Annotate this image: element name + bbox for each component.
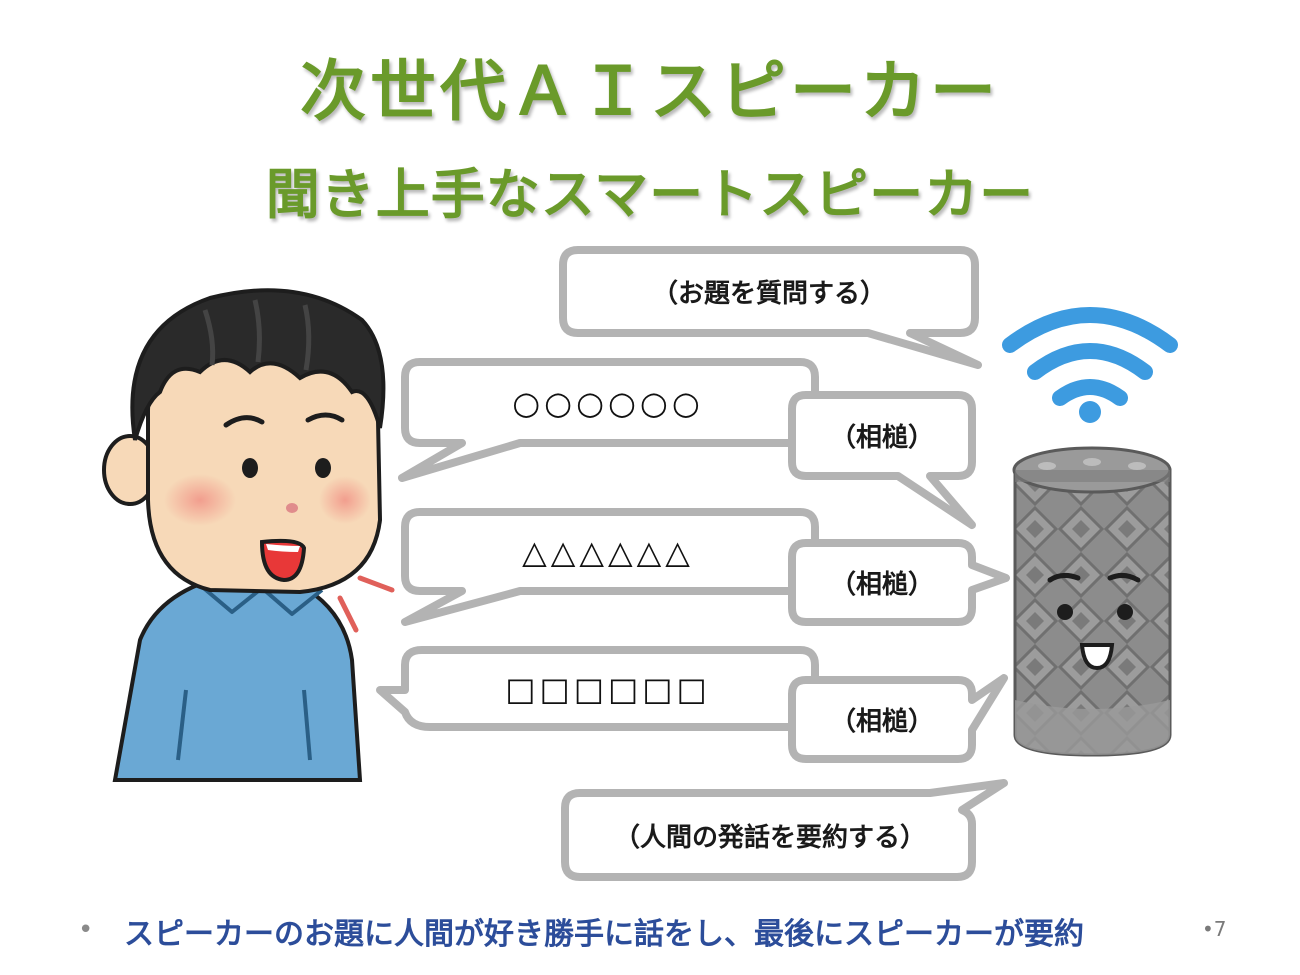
- aizuchi-text-2: （相槌）: [830, 570, 934, 600]
- aizuchi-bubble-3: [788, 674, 1008, 763]
- utterance-text-2: △△△△△△: [522, 533, 694, 571]
- aizuchi-text-3: （相槌）: [830, 707, 934, 737]
- bullet-marker: •: [78, 915, 94, 945]
- page-number: •7: [1202, 917, 1227, 941]
- aizuchi-bubble-2: [788, 539, 1010, 626]
- person-illustration: [102, 288, 395, 782]
- aizuchi-bubble-1: [788, 391, 976, 529]
- aizuchi-text-1: （相槌）: [830, 423, 934, 453]
- slide-caption: スピーカーのお題に人間が好き勝手に話をし、最後にスピーカーが要約: [124, 917, 1084, 952]
- utterance-text-1: ○○○○○○: [512, 384, 704, 422]
- utterance-bubble-3: [376, 646, 819, 731]
- summary-bubble: [561, 779, 1008, 881]
- topic-text: （お題を質問する）: [652, 279, 886, 309]
- topic-bubble: [559, 246, 982, 369]
- smart-speaker-illustration: [1012, 446, 1172, 757]
- slide-footer: • スピーカーのお題に人間が好き勝手に話をし、最後にスピーカーが要約 •7: [70, 905, 1250, 952]
- summary-text: （人間の発話を要約する）: [614, 822, 926, 853]
- wifi-icon: [1002, 307, 1178, 423]
- slide-title: 次世代ＡＩスピーカー: [300, 53, 1000, 130]
- slide-subtitle: 聞き上手なスマートスピーカー: [265, 163, 1035, 226]
- conversation-diagram: （お題を質問する） ○○○○○○ △△△△△△ □□□□□□ （相槌） （相槌）…: [102, 246, 1178, 881]
- utterance-bubble-1: [398, 358, 819, 482]
- utterance-text-3: □□□□□□: [505, 670, 710, 708]
- utterance-bubble-2: [401, 508, 819, 626]
